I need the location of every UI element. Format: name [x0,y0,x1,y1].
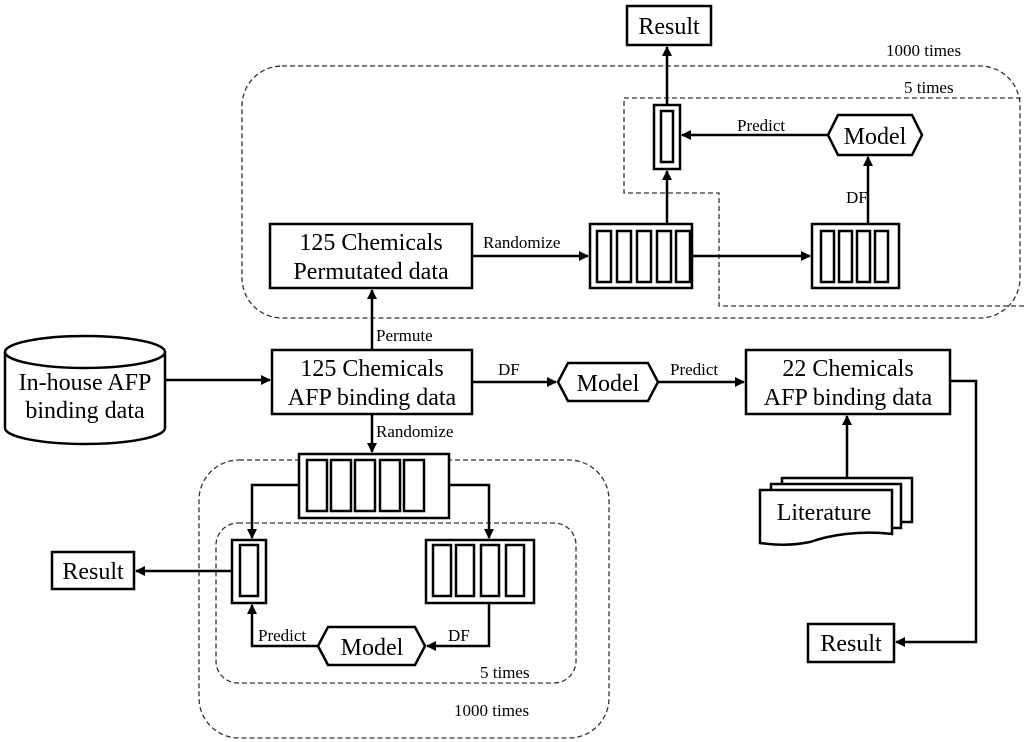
edge-22-to-result [895,379,978,647]
model-label-bottom: Model [341,635,404,661]
cross-validation-loop: 1000 times 5 times Randomize Model [50,414,610,739]
chemicals-22-line2: AFP binding data [764,385,933,411]
inner-loop-label-top: 5 times [904,78,954,97]
chemicals-125-permutated-box [268,222,474,290]
edge-predict-bottom [247,604,318,648]
in-house-line2: binding data [25,398,145,424]
edge-df-top-label: DF [846,188,868,207]
edge-randomize-top-label: Randomize [483,233,560,252]
five-fold-block-top [588,222,694,290]
edge-to-train-folds-bottom [449,483,494,539]
four-fold-block-top [810,222,901,290]
chemicals-125-line1: 125 Chemicals [300,356,443,382]
result-box-top [625,4,713,47]
edge-randomize-bottom-label: Randomize [376,422,453,441]
edge-predict-top-label: Predict [737,116,785,135]
edge-to-test-fold-bottom [247,483,299,539]
inner-loop-label-bottom: 5 times [480,663,530,682]
model-label-top: Model [844,124,907,150]
outer-loop-label-top: 1000 times [886,41,961,60]
model-label-main: Model [577,371,640,397]
edge-predict-bottom-label: Predict [258,626,306,645]
chemicals-125-permutated-line1: 125 Chemicals [299,230,442,256]
inner-loop-boundary-bottom [215,522,577,684]
result-box-left [50,550,136,591]
edge-df-bottom-label: DF [448,626,470,645]
five-fold-block-bottom [297,452,451,520]
literature-label: Literature [777,500,872,526]
edge-permute-label: Permute [376,326,433,345]
chemicals-22-line1: 22 Chemicals [782,356,913,382]
in-house-line1: In-house AFP [19,370,152,396]
inner-loop-boundary-top [623,97,1024,307]
result-box-right [806,622,896,664]
chemicals-125-box [270,348,474,416]
edge-df-bottom [426,603,491,651]
edge-df-main-label: DF [498,360,520,379]
result-label-top: Result [638,14,700,40]
one-fold-block-bottom [230,538,268,605]
result-label-right: Result [820,631,882,657]
result-label-left: Result [62,559,124,585]
chemicals-125-line2: AFP binding data [288,385,457,411]
model-hexagon-main [556,361,660,403]
one-fold-block-top [652,103,682,171]
in-house-database: In-house AFP binding data [3,334,167,446]
chemicals-22-box [744,348,952,416]
literature-documents: Literature [758,476,914,546]
edge-predict-main-label: Predict [670,360,718,379]
outer-loop-boundary-top [241,65,1021,319]
chemicals-125-permutated-line2: Permutated data [293,259,449,285]
four-fold-block-bottom [424,538,536,605]
outer-loop-label-bottom: 1000 times [454,701,529,720]
permutation-loop: 1000 times 5 times Result 125 Chemicals … [241,4,1024,319]
